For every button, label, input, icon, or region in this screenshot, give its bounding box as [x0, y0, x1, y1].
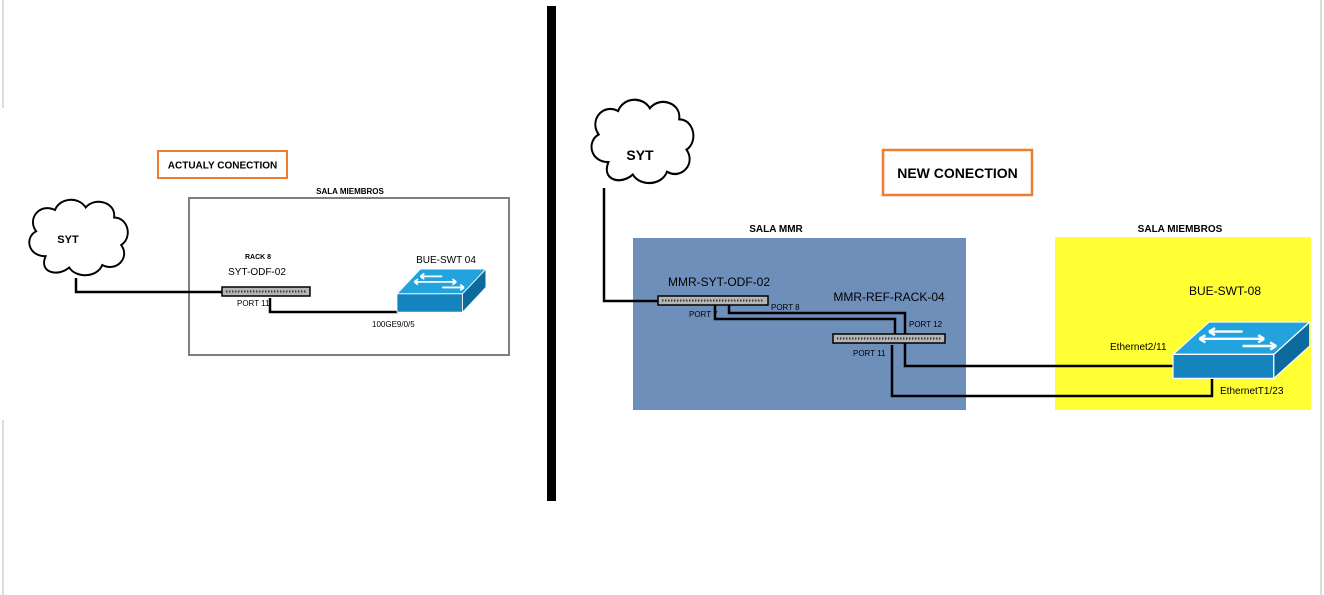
cloud-label: SYT: [57, 234, 79, 246]
section-divider: [547, 6, 556, 501]
cloud-icon: [590, 98, 695, 185]
cable-rack-switch-eth1: [890, 345, 1214, 398]
current-title-box: [157, 150, 288, 179]
cable-odf-switch: [268, 298, 398, 314]
cable-odf-port7-rack: [713, 303, 897, 340]
switch-label: BUE-SWT 04: [416, 255, 476, 266]
cable-syt-odf: [602, 188, 658, 303]
current-connection-section: ACTUALY CONECTION SALA MIEMBROS SYT RACK…: [28, 150, 510, 356]
odf-label: MMR-SYT-ODF-02: [668, 275, 770, 289]
mmr-room-box: [633, 238, 966, 410]
odf-label: SYT-ODF-02: [228, 267, 286, 278]
new-title-box: [881, 148, 1034, 197]
current-title: ACTUALY CONECTION: [168, 161, 277, 172]
new-title: NEW CONECTION: [897, 165, 1018, 181]
switch-port-label: 100GE9/0/5: [372, 320, 415, 329]
rack-label: RACK 8: [245, 254, 271, 261]
switch-label: BUE-SWT-08: [1189, 284, 1261, 298]
mmr-room-label: SALA MMR: [749, 224, 803, 235]
members-room-label: SALA MIEMBROS: [316, 187, 384, 196]
rack-label: MMR-REF-RACK-04: [833, 290, 945, 304]
odf-port-7-label: PORT 7: [689, 310, 718, 319]
switch-port-eth1-label: EthernetT1/23: [1220, 386, 1284, 397]
members-room-label-new: SALA MIEMBROS: [1138, 224, 1223, 235]
cable-odf-port8-rack: [727, 303, 907, 334]
cable-syt-odf: [74, 278, 222, 294]
rack-port-11-label: PORT 11: [853, 349, 886, 358]
odf-port-label: PORT 11: [237, 299, 270, 308]
new-connection-section: NEW CONECTION SALA MMR SALA MIEMBROS SYT…: [590, 98, 1312, 410]
switch-port-eth2-label: Ethernet2/11: [1110, 342, 1167, 353]
rack-port-12-label: PORT 12: [909, 320, 943, 329]
cloud-label: SYT: [626, 147, 654, 163]
cable-rack-switch-eth2: [903, 342, 1175, 368]
odf-port-8-label: PORT 8: [771, 303, 800, 312]
